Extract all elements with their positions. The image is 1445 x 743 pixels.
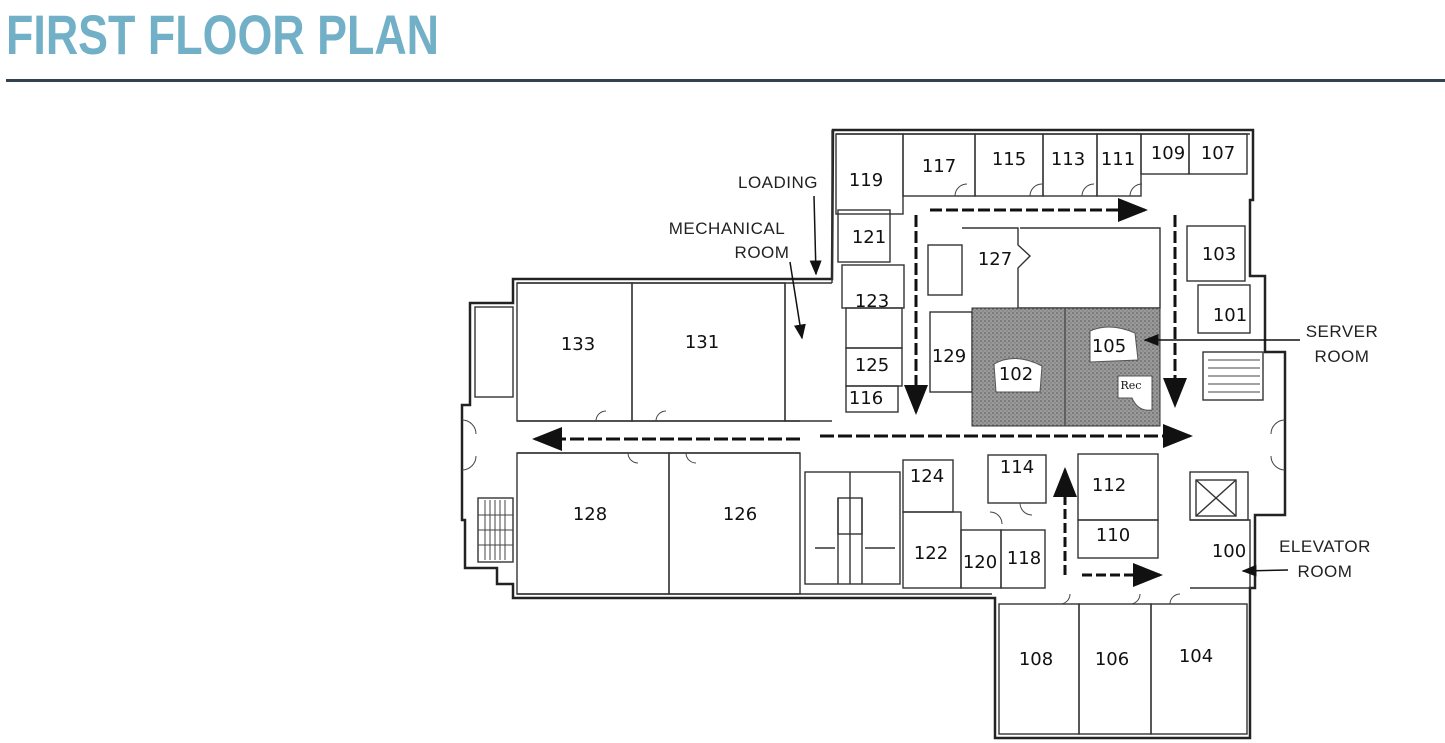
page-title: FIRST FLOOR PLAN <box>6 3 440 66</box>
room-123: 123 <box>855 291 889 312</box>
room-133: 133 <box>561 334 595 355</box>
room-122: 122 <box>914 543 948 564</box>
room-numbers: 119 117 115 113 111 109 107 121 127 103 … <box>561 143 1247 670</box>
room-101: 101 <box>1213 305 1247 326</box>
room-124: 124 <box>910 466 944 487</box>
room-129: 129 <box>932 346 966 367</box>
room-125: 125 <box>855 355 889 376</box>
room-102: 102 <box>999 364 1033 385</box>
room-121: 121 <box>852 227 886 248</box>
central-rooms <box>804 130 905 585</box>
room-107: 107 <box>1201 143 1235 164</box>
room-113: 113 <box>1051 149 1085 170</box>
room-100: 100 <box>1212 541 1246 562</box>
room-110: 110 <box>1096 525 1130 546</box>
room-111: 111 <box>1101 149 1135 170</box>
north-rooms <box>902 133 1248 197</box>
elevator-room-label-line1: ELEVATOR <box>1279 537 1371 556</box>
building-outline <box>460 128 1287 740</box>
room-103: 103 <box>1202 244 1236 265</box>
southeast-wing <box>998 593 1248 735</box>
server-room-label-line2: ROOM <box>1315 347 1370 366</box>
circulation-arrows <box>532 198 1193 587</box>
server-room-label-line1: SERVER <box>1306 322 1379 341</box>
south-centre-rooms <box>902 453 1159 589</box>
room-114: 114 <box>1000 457 1034 478</box>
title-divider <box>6 79 1445 82</box>
rec-label: Rec <box>1121 379 1142 392</box>
room-108: 108 <box>1019 649 1053 670</box>
room-128: 128 <box>573 504 607 525</box>
room-106: 106 <box>1095 649 1129 670</box>
room-118: 118 <box>1007 548 1041 569</box>
loading-label: LOADING <box>738 173 818 192</box>
callout-arrows <box>789 195 1300 577</box>
room-120: 120 <box>963 552 997 573</box>
room-131: 131 <box>685 332 719 353</box>
room-112: 112 <box>1092 475 1126 496</box>
west-wing <box>461 282 832 595</box>
core-rooms <box>927 227 1161 427</box>
room-105: 105 <box>1092 336 1126 357</box>
room-126: 126 <box>723 504 757 525</box>
room-116: 116 <box>849 388 883 409</box>
elevator-room-label-line2: ROOM <box>1298 562 1353 581</box>
room-127: 127 <box>978 249 1012 270</box>
room-104: 104 <box>1179 646 1213 667</box>
mechanical-room-label-line2: ROOM <box>735 243 790 262</box>
room-109: 109 <box>1151 143 1185 164</box>
east-rooms <box>1186 225 1286 589</box>
mechanical-room-label-line1: MECHANICAL <box>669 219 785 238</box>
room-117: 117 <box>922 156 956 177</box>
room-119: 119 <box>849 170 883 191</box>
room-115: 115 <box>992 149 1026 170</box>
